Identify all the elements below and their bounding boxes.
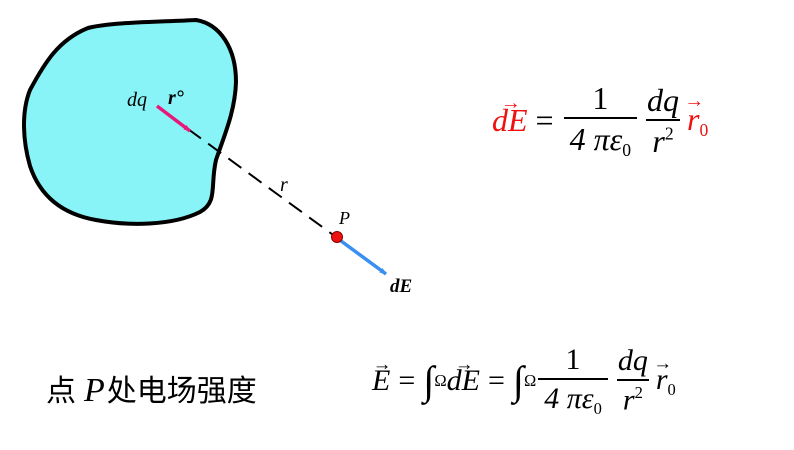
equation2-lhs: E	[372, 364, 390, 398]
equation2-coefficient-fraction: 1 4 πε0	[538, 345, 608, 417]
equation2-domain-2: Ω	[523, 371, 537, 391]
equation1-unit-vector: r0	[687, 101, 708, 141]
caption-point: P	[84, 372, 105, 409]
total-field-equation: E = ∫Ω dE = ∫Ω 1 4 πε0 dq r2 r0	[372, 345, 676, 417]
equation2-integral-1: ∫	[423, 357, 435, 403]
field-element-equation: dE = 1 4 πε0 dq r2 r0	[492, 82, 708, 160]
equation1-denominator1: 4 πε0	[563, 117, 638, 160]
equation2-integral-2: ∫	[512, 357, 524, 403]
dq-label: dq	[127, 89, 147, 111]
caption-prefix: 点	[46, 374, 76, 409]
equation2-domain-1: Ω	[434, 371, 447, 391]
equation2-numerator2: dq	[617, 344, 648, 378]
distance-line	[187, 128, 337, 238]
equation1-lhs: dE	[492, 102, 528, 139]
equation1-coefficient-fraction: 1 4 πε0	[563, 80, 638, 160]
distance-label: r	[280, 174, 288, 196]
equation2-denominator1: 4 πε0	[538, 378, 608, 417]
point-p-label: P	[338, 208, 350, 228]
equation1-numerator2: dq	[647, 82, 680, 119]
equation2-denominator2: r2	[616, 379, 649, 416]
equation1-charge-fraction: dq r2	[641, 84, 685, 157]
equation1-denominator2: r2	[646, 119, 680, 157]
caption-suffix: 处电场强度	[106, 374, 257, 409]
equation2-integrand: dE	[447, 364, 480, 398]
equation2-unit-vector: r0	[656, 363, 676, 400]
equation1-numerator1: 1	[592, 80, 609, 116]
charge-region-blob	[22, 17, 239, 226]
point-p-dot	[331, 231, 343, 243]
equation1-equals: =	[535, 102, 554, 139]
field-vector-arrow	[335, 236, 388, 276]
equation2-charge-fraction: dq r2	[612, 346, 654, 416]
unit-vector-arrow	[155, 104, 192, 133]
equation2-equals-2: =	[487, 364, 505, 398]
field-element-label: dE	[390, 276, 412, 297]
equation2-equals-1: =	[398, 364, 416, 398]
equation2-numerator1: 1	[565, 343, 581, 376]
unit-vector-label: r°	[168, 87, 184, 109]
